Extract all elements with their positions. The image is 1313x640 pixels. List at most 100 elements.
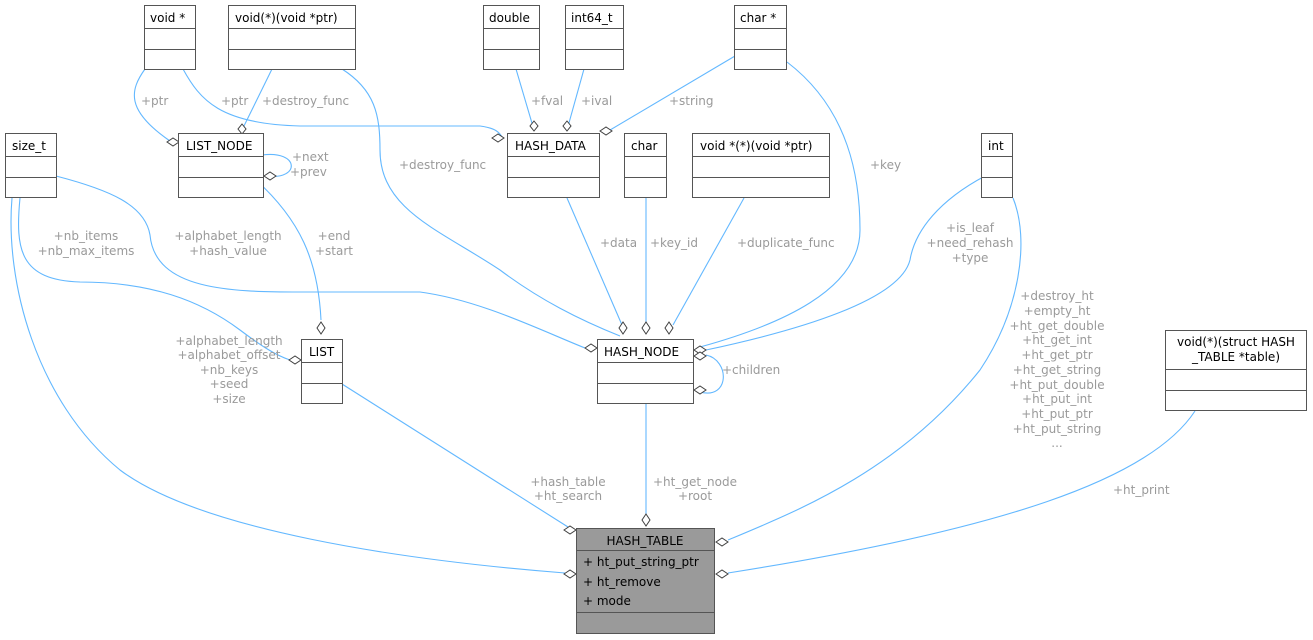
label-ht-get-double: +ht_get_double <box>1010 319 1105 333</box>
edge-int-to-hash-node <box>705 175 986 351</box>
edges <box>10 55 1196 574</box>
diamond-hash-data-fval <box>529 120 539 132</box>
edge-dup-fn-to-hash-node <box>672 197 745 326</box>
edge-size-t-to-hash-table <box>10 197 566 574</box>
member-ht-put-string-ptr: + ht_put_string_ptr <box>583 555 699 569</box>
label-ht-get-node: +ht_get_node <box>653 475 737 489</box>
diamond-list-node-left <box>166 137 180 147</box>
class-title-line-2: _TABLE *table) <box>1191 350 1280 364</box>
label-alphabet-length: +alphabet_length <box>174 229 281 243</box>
diamond-hash-table-top-right <box>715 537 729 547</box>
diamond-hash-table-left <box>563 569 577 579</box>
edge-list-node-to-list <box>255 179 322 321</box>
label-end: +end <box>318 229 351 243</box>
edge-int-to-hash-table <box>727 197 1022 541</box>
edge-size-t-to-hash-node <box>55 175 586 349</box>
class-int: int <box>981 133 1013 198</box>
diamond-hash-data-string <box>599 126 613 136</box>
diamond-hash-node-right1 <box>693 345 707 355</box>
class-size-t: size_t <box>5 133 57 198</box>
label-ht-put-int: +ht_put_int <box>1022 392 1092 406</box>
edge-destroy-fn-to-hash-node <box>341 68 621 337</box>
label-ht-get-ptr: +ht_get_ptr <box>1021 348 1092 362</box>
edge-labels: +ptr +ptr +destroy_func +fval +ival +str… <box>38 94 1170 503</box>
diamond-hash-node-top2 <box>641 321 651 335</box>
label-need-rehash: +need_rehash <box>927 236 1014 250</box>
class-title: HASH_NODE <box>604 345 679 359</box>
label-ht-put-double: +ht_put_double <box>1009 378 1104 392</box>
diamond-hash-node-right2 <box>693 351 707 361</box>
label-ellipsis: ... <box>1051 436 1062 450</box>
edge-double-to-hash-data <box>515 68 535 131</box>
label-type: +type <box>952 251 989 265</box>
class-hash-table: HASH_TABLE + ht_put_string_ptr + ht_remo… <box>576 528 715 634</box>
edge-void-ptr-to-list-node <box>133 68 171 142</box>
class-hash-node: HASH_NODE <box>597 339 694 404</box>
class-double: double <box>483 5 540 70</box>
class-title: int <box>988 139 1004 153</box>
aggregation-markers <box>166 120 729 579</box>
label-ival: +ival <box>581 94 612 108</box>
class-char: char <box>624 133 667 198</box>
edge-void-ptr-to-hash-data <box>182 68 504 140</box>
edge-int64-to-hash-data <box>566 68 585 131</box>
edge-hash-data-to-hash-node <box>566 197 623 326</box>
class-title: HASH_TABLE <box>607 534 684 548</box>
class-title: LIST_NODE <box>186 139 252 153</box>
class-title: char <box>631 139 658 153</box>
label-table-alphabet-offset: +alphabet_offset <box>178 348 281 362</box>
label-destroy-func-mid: +destroy_func <box>399 158 486 172</box>
class-title: size_t <box>12 139 46 153</box>
label-start: +start <box>315 244 353 258</box>
label-hash-value: +hash_value <box>189 244 267 258</box>
diamond-hash-table-top <box>641 513 651 527</box>
member-mode: + mode <box>583 594 631 608</box>
label-next: +next <box>292 150 329 164</box>
edge-char-ptr-to-hash-node <box>699 61 861 348</box>
diamond-list-left <box>288 355 302 365</box>
class-title: void(*)(void *ptr) <box>235 11 338 25</box>
label-prev: +prev <box>290 165 327 179</box>
diamond-hash-table-top-left <box>563 525 577 535</box>
class-title: LIST <box>309 345 335 359</box>
class-hash-data: HASH_DATA <box>507 133 600 198</box>
diamond-hash-node-left <box>584 343 598 353</box>
edge-print-fn-to-hash-table <box>727 410 1196 574</box>
edge-size-t-to-list <box>17 197 291 361</box>
diamond-hash-node-right3 <box>693 385 707 395</box>
label-ht-get-int: +ht_get_int <box>1022 333 1092 347</box>
label-root: +root <box>678 489 712 503</box>
edge-char-ptr-to-hash-data <box>604 55 736 134</box>
class-title: double <box>489 11 530 25</box>
class-title: int64_t <box>571 11 613 25</box>
label-nb-items: +nb_items <box>54 229 119 243</box>
label-ptr-left: +ptr <box>141 94 168 108</box>
label-string: +string <box>669 94 714 108</box>
diamond-list-node-right <box>263 171 277 181</box>
class-title: char * <box>740 11 776 25</box>
class-char-ptr: char * <box>734 5 787 70</box>
label-children: +children <box>722 363 780 377</box>
label-table-alphabet-length: +alphabet_length <box>175 334 282 348</box>
diamond-hash-data-left <box>491 133 505 143</box>
label-data: +data <box>600 236 637 250</box>
label-key: +key <box>870 158 901 172</box>
class-title-line-1: void(*)(struct HASH <box>1177 335 1295 349</box>
class-list-node: LIST_NODE <box>178 133 264 198</box>
label-table-size: +size <box>212 392 245 406</box>
label-ht-put-ptr: +ht_put_ptr <box>1021 407 1093 421</box>
diamond-list-top <box>316 321 326 335</box>
label-empty-ht: +empty_ht <box>1024 304 1091 318</box>
label-hash-table: +hash_table <box>530 475 605 489</box>
label-duplicate-func: +duplicate_func <box>737 236 835 250</box>
diamond-hash-node-top1 <box>618 321 628 335</box>
diamond-hash-table-right <box>715 569 729 579</box>
class-title: void *(*)(void *ptr) <box>700 139 812 153</box>
label-ht-get-string: +ht_get_string <box>1013 363 1102 377</box>
class-void-ptr: void * <box>144 5 196 70</box>
class-list: LIST <box>301 339 343 404</box>
label-ht-put-string: +ht_put_string <box>1013 422 1102 436</box>
label-ht-print: +ht_print <box>1113 483 1170 497</box>
edge-list-to-hash-table <box>341 383 569 528</box>
label-ht-search: +ht_search <box>534 489 602 503</box>
